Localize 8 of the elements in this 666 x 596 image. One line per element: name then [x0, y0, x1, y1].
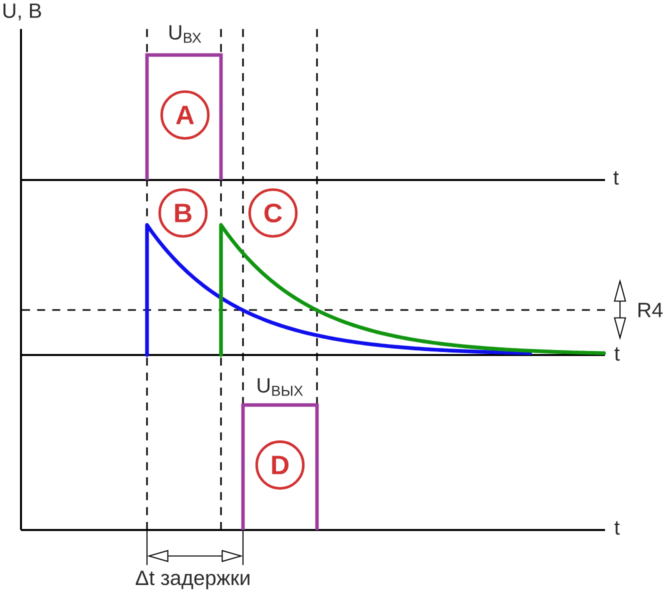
axis-label: U, В — [4, 4, 41, 20]
dimension-label: R4 — [638, 302, 663, 318]
axis-label: t — [614, 521, 620, 535]
dimension-label: Δt задержки — [136, 570, 250, 590]
axis-label: t — [614, 347, 620, 361]
signal-label: U$_{ВХ}$ — [169, 25, 202, 43]
axis-label: t — [613, 171, 619, 185]
signal-label: U$_{ВЫХ}$ — [258, 378, 303, 396]
